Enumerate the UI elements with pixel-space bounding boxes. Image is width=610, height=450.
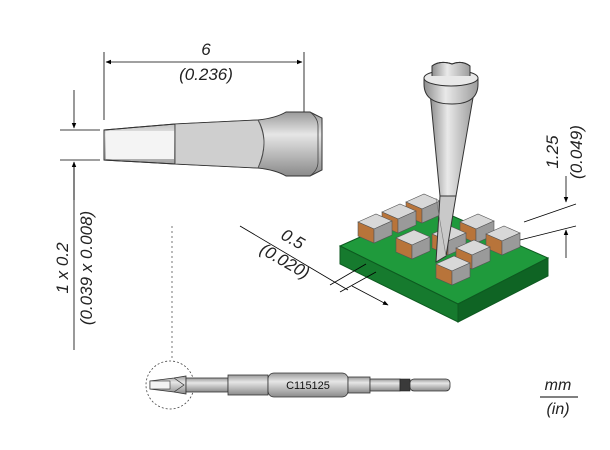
tip-mm-label: 1 x 0.2	[53, 242, 72, 294]
unit-in-label: (in)	[546, 401, 569, 418]
soldering-tip-3d	[423, 61, 479, 263]
tip-dimension	[60, 90, 100, 350]
cartridge-code-label: C115125	[286, 380, 330, 392]
smd-components	[357, 193, 521, 286]
height-in-label: (0.049)	[567, 125, 586, 179]
unit-mm-label: mm	[545, 377, 572, 394]
cartridge-view	[145, 360, 451, 410]
tip-side-view	[103, 111, 323, 177]
units-legend: mm (in)	[540, 377, 578, 418]
tip-in-label: (0.039 x 0.008)	[77, 211, 96, 325]
height-mm-label: 1.25	[543, 135, 562, 169]
width-in-label: (0.020)	[257, 240, 313, 283]
height-dimension	[519, 176, 577, 258]
length-in-label: (0.236)	[179, 65, 233, 84]
width-dimension	[239, 225, 389, 306]
length-mm-label: 6	[201, 40, 211, 59]
length-dimension	[103, 52, 305, 120]
